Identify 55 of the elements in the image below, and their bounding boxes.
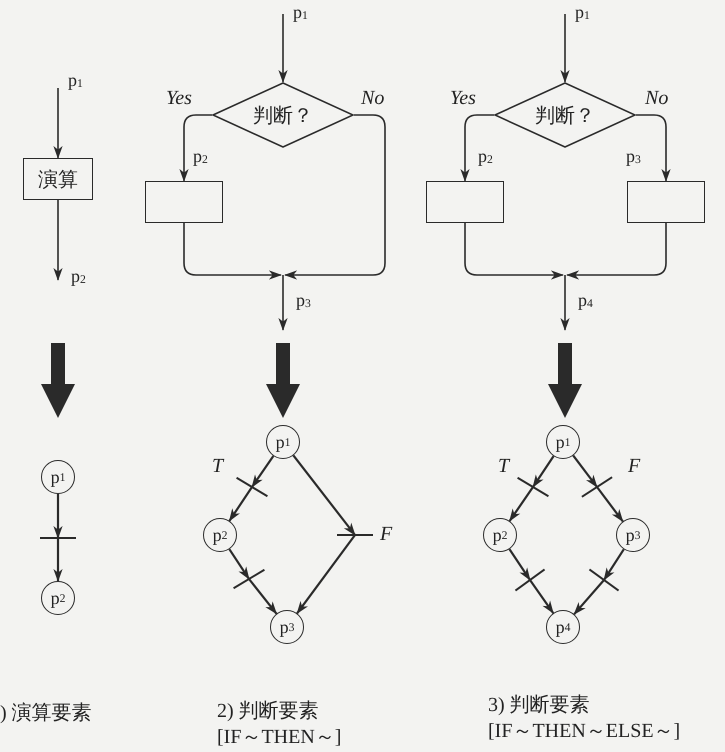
decision-diamond: 判断？ — [494, 82, 636, 148]
arrow — [278, 275, 288, 331]
arrow — [179, 114, 212, 182]
arrow — [560, 14, 570, 83]
process-box: 演算 — [23, 158, 93, 200]
arrow — [636, 114, 671, 182]
edge-label: p$_{3}$ — [626, 146, 641, 168]
process-box — [426, 181, 504, 223]
branch-label: F — [628, 456, 640, 476]
arc-arrow — [508, 548, 531, 581]
arc-arrow — [248, 578, 278, 614]
caption: 2) 判断要素 [IF～THEN～] — [217, 699, 342, 750]
arc-arrow — [292, 454, 356, 536]
arc-arrow — [529, 579, 554, 614]
arc-arrow — [251, 455, 274, 488]
edge-label: p$_{2}$ — [71, 266, 86, 288]
branch-label: T — [212, 456, 224, 476]
edge-label: p$_{1}$ — [575, 2, 590, 24]
arc-arrow — [572, 454, 598, 488]
caption: ) 演算要素 — [0, 701, 92, 726]
arc-arrow — [573, 579, 605, 615]
arc-arrow — [53, 538, 63, 582]
branch-label: No — [645, 88, 668, 108]
arc-arrow — [53, 494, 63, 539]
edge-label: p$_{2}$ — [478, 146, 493, 168]
branch-label: T — [498, 456, 510, 476]
process-box — [145, 181, 223, 223]
branch-label: Yes — [450, 88, 476, 108]
branch-label: Yes — [166, 88, 192, 108]
arrow — [278, 14, 288, 83]
arc-arrow — [228, 548, 250, 580]
arrow — [284, 114, 386, 280]
arrow — [560, 275, 570, 331]
arc-arrow — [228, 486, 253, 522]
arrow — [183, 223, 282, 280]
arrow — [460, 114, 494, 182]
arrow — [464, 223, 564, 280]
arrow — [53, 200, 63, 281]
branch-label: No — [361, 88, 384, 108]
edge-label: p$_{3}$ — [296, 290, 311, 312]
edge-label: p$_{2}$ — [193, 146, 208, 168]
caption: 3) 判断要素 [IF～THEN～ELSE～] — [488, 693, 680, 744]
edge-label: p$_{1}$ — [68, 70, 83, 92]
arrow — [566, 223, 667, 280]
arc-arrow — [296, 534, 356, 614]
edge-label: p$_{1}$ — [293, 2, 308, 24]
decision-diamond: 判断？ — [212, 82, 354, 148]
arc-arrow — [508, 486, 534, 522]
branch-label: F — [380, 524, 392, 544]
edge-label: p$_{4}$ — [578, 290, 593, 312]
process-box — [627, 181, 705, 223]
arc-arrow — [596, 486, 624, 522]
arc-arrow — [603, 548, 625, 581]
arc-arrow — [532, 456, 554, 488]
arrow — [53, 88, 63, 159]
